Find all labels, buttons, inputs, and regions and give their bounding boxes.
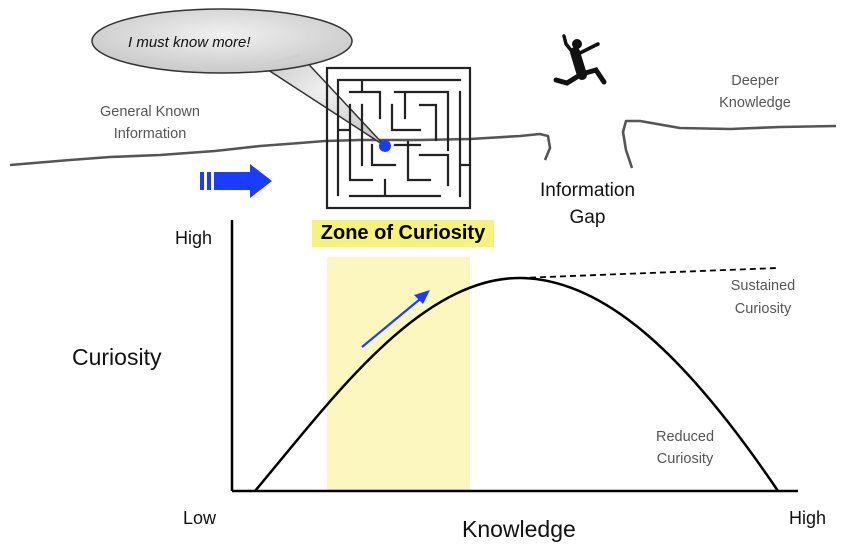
- maze-icon: [325, 66, 472, 210]
- x-axis-low-label: Low: [183, 508, 217, 528]
- y-axis-high-label: High: [175, 228, 213, 248]
- reduced-curiosity-line2: Curiosity: [656, 451, 714, 467]
- y-axis-title: Curiosity: [72, 344, 162, 370]
- information-gap-line2: Gap: [569, 207, 606, 228]
- speech-bubble: [91, 8, 386, 147]
- reduced-curiosity-line1: Reduced: [655, 429, 715, 445]
- deeper-knowledge-line2: Knowledge: [719, 95, 791, 111]
- x-axis-title: Knowledge: [462, 516, 576, 542]
- zone-of-curiosity-label: Zone of Curiosity: [312, 220, 494, 247]
- general-known-line2: Information: [113, 126, 187, 142]
- x-axis-high-label: High: [789, 508, 827, 528]
- sustained-curiosity-line2: Curiosity: [734, 301, 792, 317]
- deeper-knowledge-line1: Deeper: [731, 73, 779, 89]
- general-known-line1: General Known: [100, 104, 200, 120]
- right-arrow-icon: [200, 164, 272, 198]
- jumping-figure-icon: [553, 34, 607, 86]
- ground-right: [621, 119, 837, 169]
- sustained-dashed-line: [519, 267, 779, 279]
- sustained-curiosity-line1: Sustained: [730, 278, 796, 294]
- bubble-text: I must know more!: [128, 34, 251, 51]
- rising-arrow-icon: [361, 290, 430, 348]
- ground-left: [9, 132, 552, 167]
- maze-dot: [379, 140, 391, 152]
- information-gap-line1: Information: [539, 180, 636, 201]
- zone-highlight: [327, 257, 470, 491]
